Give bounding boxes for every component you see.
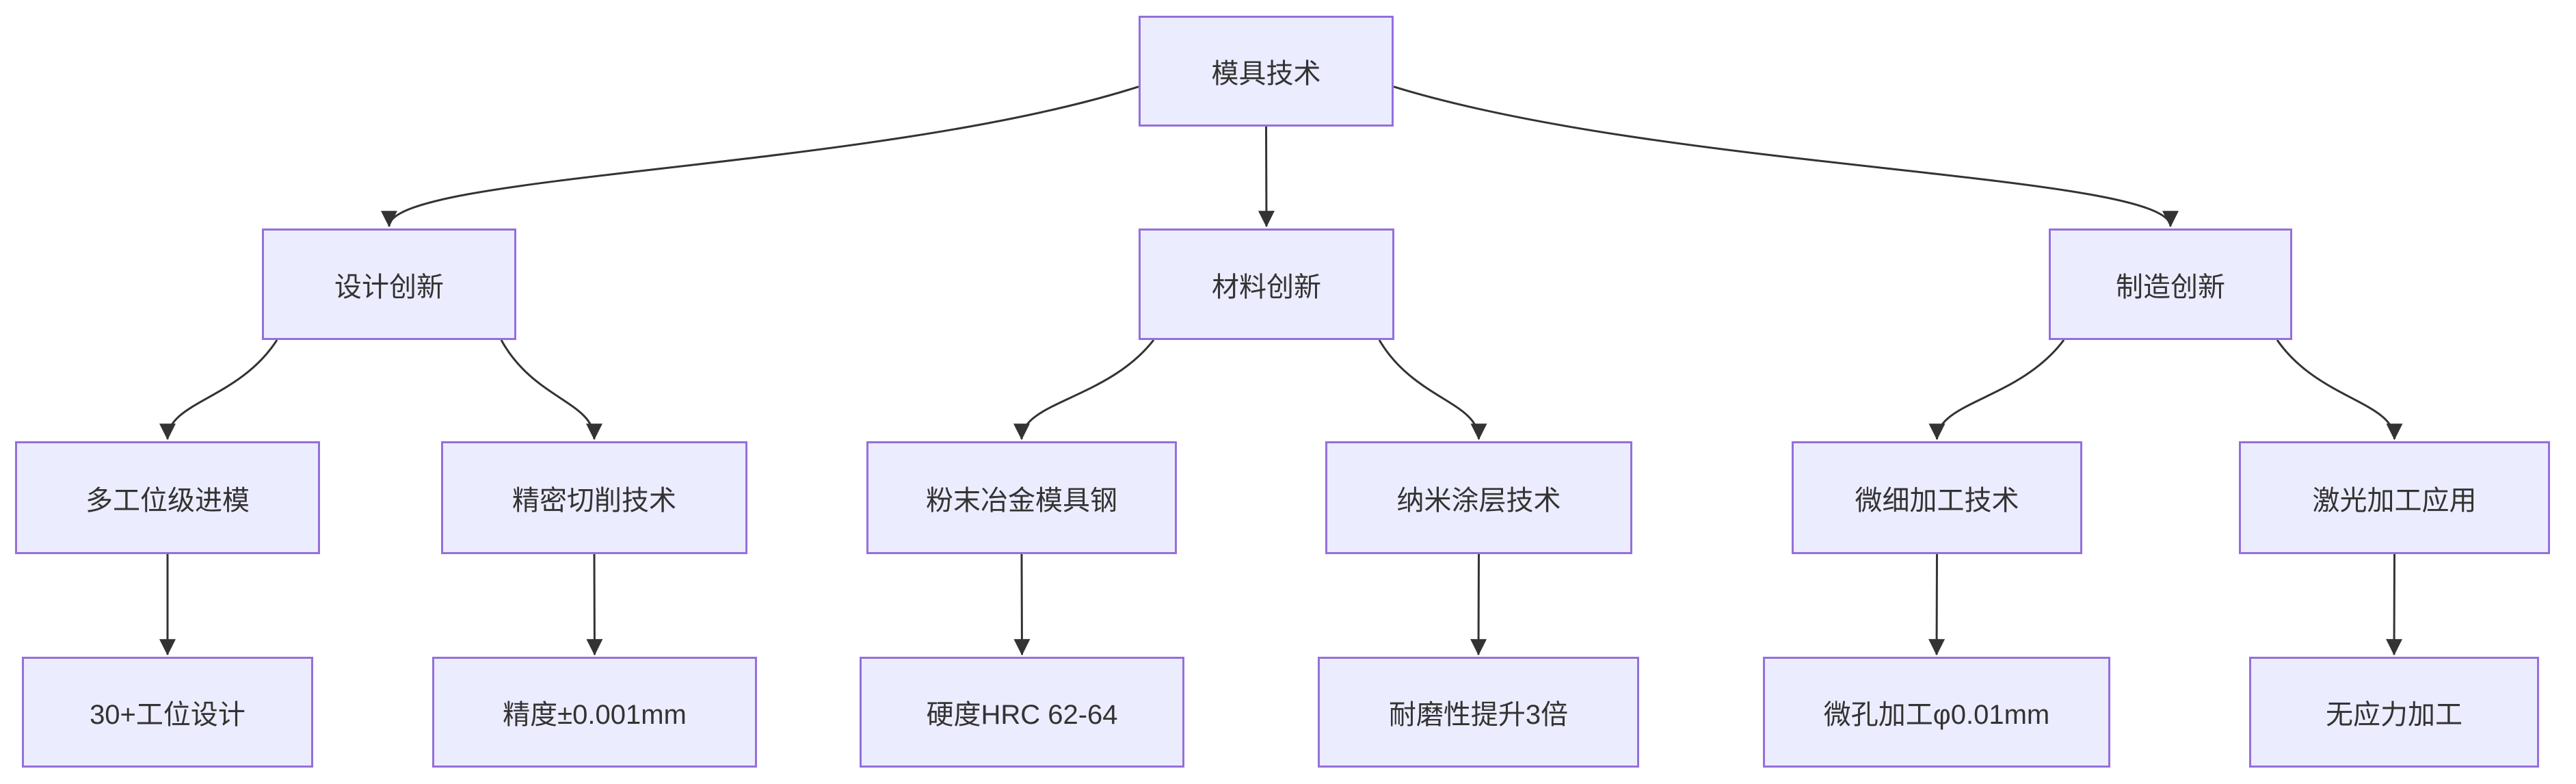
node-stressfree-value: 无应力加工 — [2249, 657, 2539, 768]
edge-material-to-powder-steel — [1013, 339, 1155, 441]
node-material: 材料创新 — [1139, 228, 1394, 340]
edge-manufacturing-to-micro-machining — [1928, 339, 2065, 441]
edge-root-to-design — [381, 86, 1139, 228]
node-root-label: 模具技术 — [1211, 59, 1321, 89]
edge-root-to-manufacturing — [1393, 86, 2179, 228]
node-station-design-label: 30+工位设计 — [90, 700, 245, 730]
node-wear-value-label: 耐磨性提升3倍 — [1388, 700, 1569, 730]
node-material-label: 材料创新 — [1212, 272, 1321, 302]
edge-precision-cutting-to-precision-value — [586, 553, 603, 656]
edge-nano-coating-to-wear-value — [1470, 553, 1487, 656]
node-precision-cutting: 精密切削技术 — [441, 441, 747, 554]
node-hardness-value: 硬度HRC 62-64 — [860, 657, 1184, 768]
node-hardness-value-label: 硬度HRC 62-64 — [926, 700, 1118, 730]
node-manufacturing: 制造创新 — [2049, 228, 2292, 340]
node-precision-value-label: 精度±0.001mm — [503, 700, 687, 730]
node-multi-station: 多工位级进模 — [15, 441, 320, 554]
edge-design-to-multi-station — [159, 339, 278, 441]
edge-design-to-precision-cutting — [500, 339, 602, 441]
node-micro-machining: 微细加工技术 — [1792, 441, 2082, 554]
node-nano-coating-label: 纳米涂层技术 — [1396, 485, 1561, 516]
node-wear-value: 耐磨性提升3倍 — [1318, 657, 1639, 768]
node-station-design: 30+工位设计 — [22, 657, 313, 768]
edge-material-to-nano-coating — [1378, 339, 1487, 441]
node-design-label: 设计创新 — [334, 272, 444, 302]
node-design: 设计创新 — [262, 228, 516, 340]
node-laser-machining-label: 激光加工应用 — [2312, 485, 2477, 516]
node-stressfree-value-label: 无应力加工 — [2326, 700, 2462, 730]
edge-manufacturing-to-laser-machining — [2276, 339, 2403, 441]
edge-root-to-material — [1258, 126, 1275, 228]
node-multi-station-label: 多工位级进模 — [85, 485, 250, 516]
node-root: 模具技术 — [1139, 16, 1394, 127]
node-nano-coating: 纳米涂层技术 — [1325, 441, 1632, 554]
node-manufacturing-label: 制造创新 — [2116, 272, 2225, 302]
node-laser-machining: 激光加工应用 — [2239, 441, 2550, 554]
node-precision-cutting-label: 精密切削技术 — [512, 485, 676, 516]
node-microhole-value: 微孔加工φ0.01mm — [1763, 657, 2110, 768]
node-micro-machining-label: 微细加工技术 — [1855, 485, 2019, 516]
node-powder-steel-label: 粉末冶金模具钢 — [926, 485, 1117, 516]
node-microhole-value-label: 微孔加工φ0.01mm — [1823, 700, 2050, 730]
node-powder-steel: 粉末冶金模具钢 — [866, 441, 1177, 554]
edge-laser-machining-to-stressfree-value — [2386, 553, 2403, 656]
node-precision-value: 精度±0.001mm — [432, 657, 757, 768]
